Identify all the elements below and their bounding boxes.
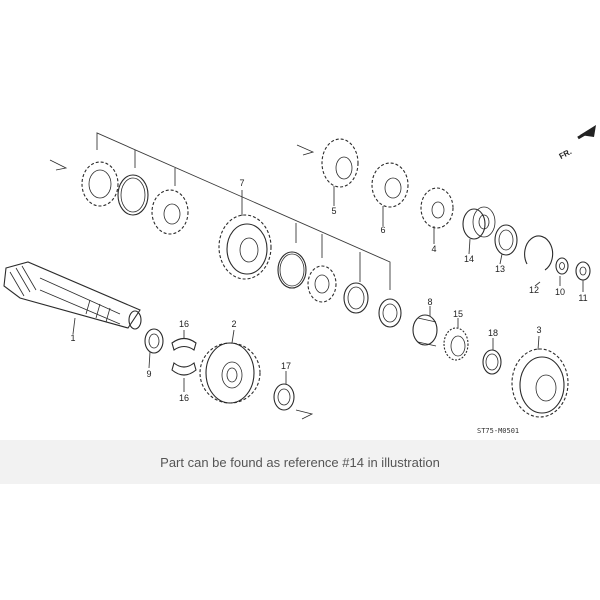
callout-10: 10 — [555, 287, 565, 297]
callout-4: 4 — [431, 244, 436, 254]
ball-bearing-part — [462, 206, 496, 240]
diagram-code: ST75-M0501 — [477, 427, 519, 435]
callout-18: 18 — [488, 328, 498, 338]
group-bracket-lines — [96, 132, 391, 290]
synchro-ring-part — [117, 174, 149, 216]
sixth-gear-part — [371, 162, 409, 208]
small-washer-part — [555, 257, 569, 275]
exploded-parts-diagram: FR. — [3, 125, 596, 435]
spacer-collar-part — [412, 314, 438, 347]
second-gear-part — [511, 348, 569, 418]
caption-bar: Part can be found as reference #14 in il… — [0, 440, 600, 484]
callout-11: 11 — [578, 293, 587, 303]
callout-7: 7 — [239, 178, 244, 188]
direction-label: FR. — [558, 147, 574, 161]
caption-text: Part can be found as reference #14 in il… — [160, 454, 440, 470]
fifth-gear-part — [321, 138, 359, 188]
direction-chevrons — [49, 144, 315, 420]
cone-ring-part — [378, 298, 402, 328]
callout-6: 6 — [380, 225, 385, 235]
large-gear-part — [199, 342, 261, 404]
callout-17: 17 — [281, 361, 291, 371]
synchro-gear-part — [81, 161, 119, 207]
needle-bearing-part — [443, 327, 469, 361]
callout-14: 14 — [464, 254, 474, 264]
circlip-part — [524, 235, 554, 271]
callout-leaders — [72, 186, 584, 392]
callout-13: 13 — [495, 264, 505, 274]
fourth-gear-part — [420, 187, 454, 229]
callout-5: 5 — [331, 206, 336, 216]
callout-3: 3 — [536, 325, 541, 335]
callout-16-lower: 16 — [179, 393, 189, 403]
callout-16-upper: 16 — [179, 319, 189, 329]
callout-12: 12 — [529, 285, 539, 295]
snap-ring-part — [277, 251, 307, 289]
taper-bearing-part — [494, 224, 518, 256]
third-gear-part — [218, 214, 272, 280]
collar-part — [343, 282, 369, 314]
callout-9: 9 — [146, 369, 151, 379]
ring-part — [273, 383, 295, 411]
needle-bearing-halves-part — [171, 337, 197, 376]
callout-2: 2 — [231, 319, 236, 329]
front-arrow-icon — [577, 125, 596, 140]
callout-1: 1 — [70, 333, 75, 343]
callout-15: 15 — [453, 309, 463, 319]
mainshaft-part — [3, 261, 142, 330]
nut-part — [575, 261, 591, 281]
callout-8: 8 — [427, 297, 432, 307]
thrust-washer-part — [482, 349, 502, 375]
washer-part — [144, 328, 164, 354]
hub-gear-part — [151, 189, 189, 235]
small-gear-part — [307, 265, 337, 303]
